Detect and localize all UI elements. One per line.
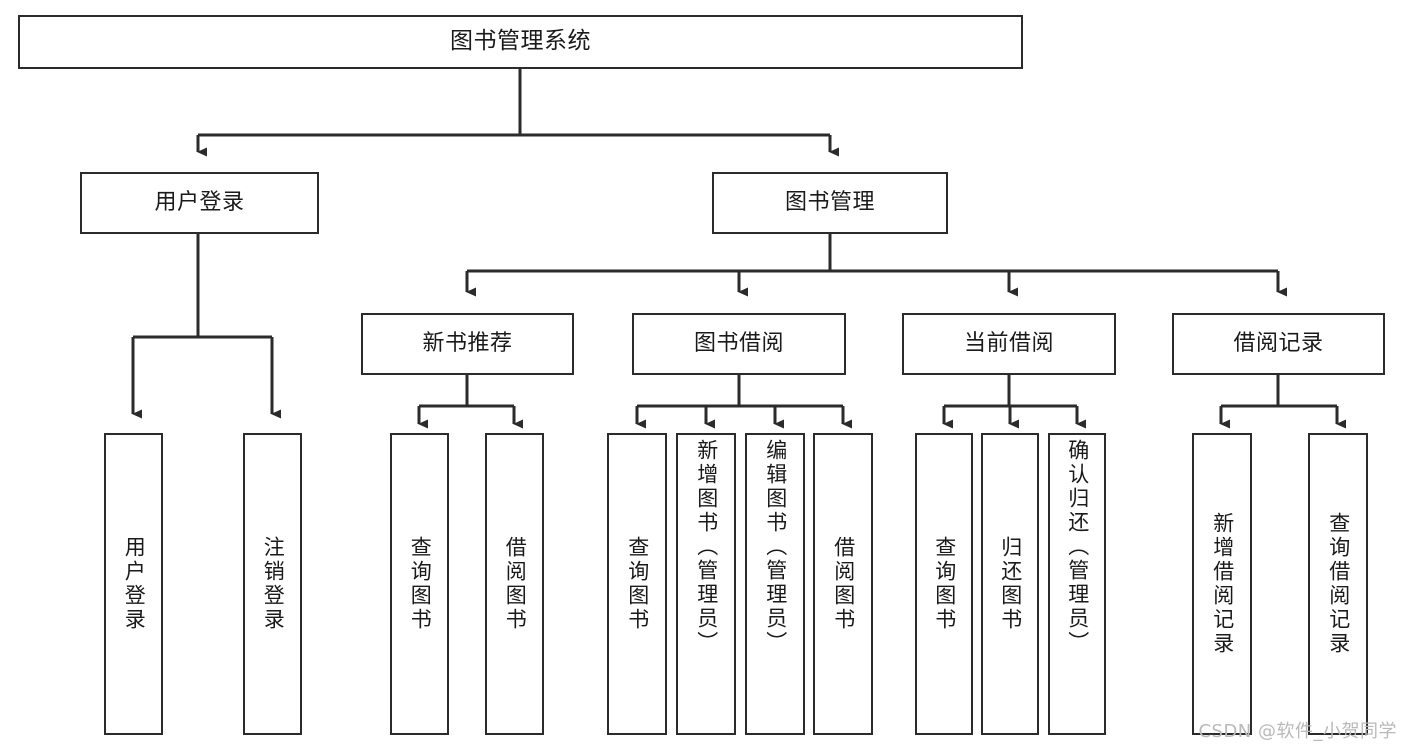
- node-leaf-query-books-newbook[interactable]: 查询图书: [390, 433, 449, 735]
- node-book-management[interactable]: 图书管理: [712, 172, 948, 234]
- node-label: 新增图书（管理员）: [694, 439, 719, 655]
- node-current-borrowing[interactable]: 当前借阅: [902, 313, 1116, 375]
- node-new-book-recommendation[interactable]: 新书推荐: [361, 313, 574, 375]
- node-label: 归还图书: [998, 536, 1023, 632]
- node-leaf-confirm-return-admin[interactable]: 确认归还（管理员）: [1048, 433, 1106, 735]
- node-leaf-add-book-admin[interactable]: 新增图书（管理员）: [676, 433, 736, 735]
- node-label: 注销登录: [261, 536, 286, 632]
- node-label: 当前借阅: [963, 330, 1054, 356]
- node-label: 用户登录: [122, 536, 147, 632]
- node-user-login[interactable]: 用户登录: [80, 172, 319, 234]
- node-label: 借阅图书: [503, 536, 528, 632]
- node-label: 查询图书: [932, 536, 957, 632]
- node-leaf-add-borrow-record[interactable]: 新增借阅记录: [1192, 433, 1252, 735]
- node-label: 查询借阅记录: [1326, 512, 1351, 656]
- node-book-borrowing[interactable]: 图书借阅: [632, 313, 846, 375]
- node-label: 新书推荐: [422, 330, 513, 356]
- node-label: 用户登录: [154, 189, 245, 215]
- node-label: 借阅记录: [1233, 330, 1324, 356]
- node-root-book-management-system[interactable]: 图书管理系统: [18, 15, 1023, 69]
- node-leaf-edit-book-admin[interactable]: 编辑图书（管理员）: [745, 433, 805, 735]
- node-label: 图书借阅: [693, 330, 784, 356]
- node-leaf-borrow-books-newbook[interactable]: 借阅图书: [485, 433, 544, 735]
- node-leaf-borrow-books[interactable]: 借阅图书: [813, 433, 873, 735]
- node-label: 查询图书: [408, 536, 433, 632]
- node-leaf-query-books-current[interactable]: 查询图书: [915, 433, 973, 735]
- node-label: 图书管理: [784, 189, 875, 215]
- node-label: 查询图书: [625, 536, 650, 632]
- node-borrowing-records[interactable]: 借阅记录: [1172, 313, 1385, 375]
- node-leaf-query-books-borrow[interactable]: 查询图书: [607, 433, 667, 735]
- node-label: 新增借阅记录: [1210, 512, 1235, 656]
- node-label: 图书管理系统: [450, 28, 591, 55]
- node-label: 编辑图书（管理员）: [763, 439, 788, 655]
- node-leaf-return-books[interactable]: 归还图书: [981, 433, 1039, 735]
- node-leaf-user-login[interactable]: 用户登录: [104, 433, 163, 735]
- node-leaf-query-borrow-record[interactable]: 查询借阅记录: [1308, 433, 1368, 735]
- node-label: 确认归还（管理员）: [1065, 439, 1090, 655]
- node-label: 借阅图书: [831, 536, 856, 632]
- node-leaf-logout[interactable]: 注销登录: [243, 433, 302, 735]
